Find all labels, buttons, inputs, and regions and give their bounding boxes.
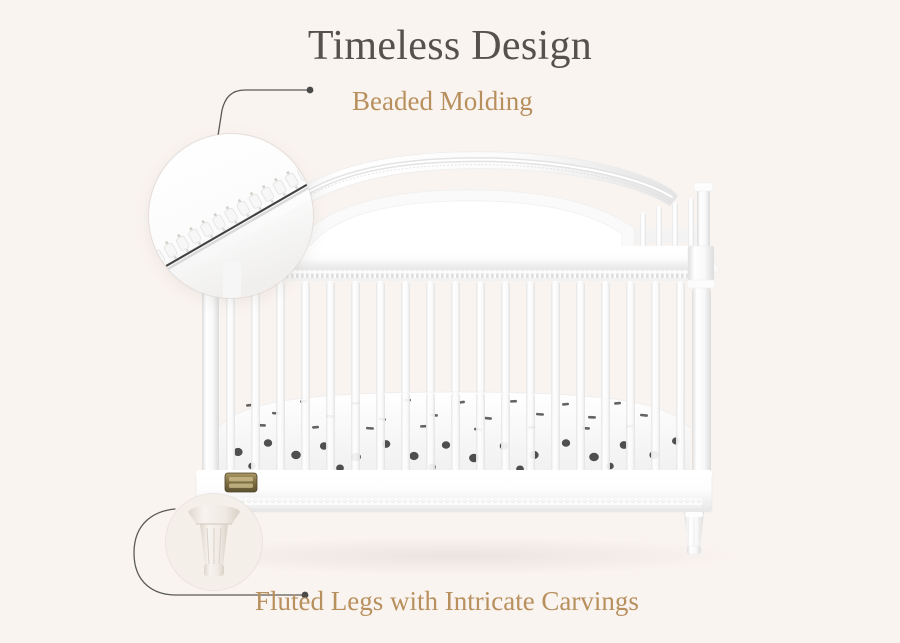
magnified-beaded-molding-detail — [149, 134, 313, 298]
corner-post-right — [686, 245, 716, 478]
callout-label-beaded-molding: Beaded Molding — [352, 86, 533, 116]
magnifier-fluted-leg — [166, 494, 262, 590]
front-top-rail — [205, 246, 705, 281]
page-title: Timeless Design — [307, 23, 593, 69]
brand-plaque — [224, 472, 258, 493]
crib-leg-right — [684, 512, 704, 555]
beaded-molding-trim-bottom — [206, 498, 702, 505]
beaded-molding-trim-top — [214, 270, 696, 278]
callout-label-fluted-legs: Fluted Legs with Intricate Carvings — [255, 586, 639, 616]
magnified-fluted-leg-detail — [166, 494, 262, 590]
bead-row — [149, 155, 313, 275]
front-base-rail — [195, 470, 713, 513]
magnifier-beaded-molding — [149, 134, 313, 298]
crib-spindles-front — [226, 392, 685, 475]
floor-shadow — [170, 537, 740, 575]
